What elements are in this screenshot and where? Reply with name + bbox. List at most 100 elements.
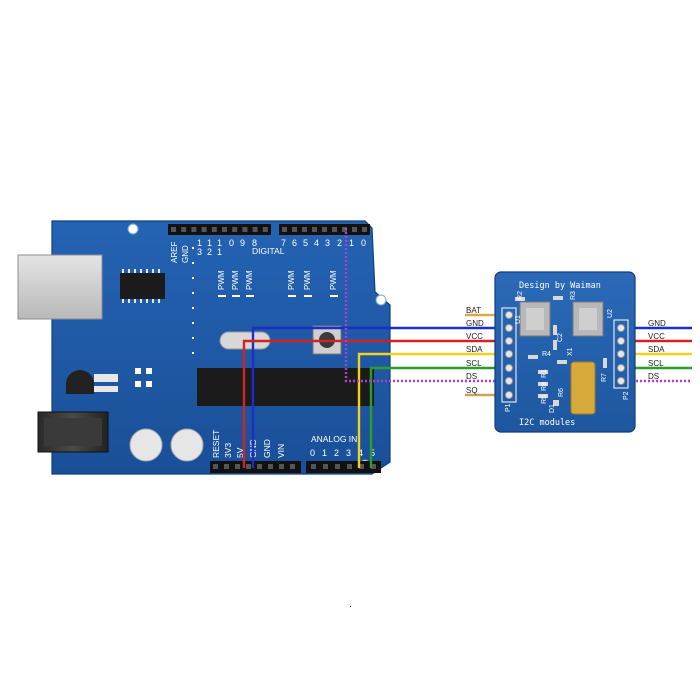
module-right-pin-label: SCL [648,359,664,368]
power-pin-label: 3V3 [223,443,233,458]
module-left-pin-label: BAT [466,306,481,315]
power-header [210,461,301,473]
wire-sda [357,352,500,468]
module-right-pin-label: VCC [648,332,665,341]
smd-part [553,325,557,335]
chip-u2-face [579,308,597,330]
header-pin [352,227,357,232]
wire-scl [369,366,500,468]
silk-x1: X1 [567,347,574,356]
digital-pin-number: 0 [229,238,234,248]
pwm-label: PWM [245,270,254,290]
header-pin [191,227,197,232]
header-pin [224,464,229,469]
header-pin [359,464,364,469]
digital-header-left [168,224,271,235]
power-pin-label: GND [262,439,272,458]
pwm-label: PWM [287,270,296,290]
voltage-regulator [66,370,94,394]
label-gnd-top: GND [181,245,190,263]
digital-header-pins [171,227,367,232]
header-pin [262,227,268,232]
capacitor [129,428,163,462]
header-pin [342,227,347,232]
label-digital: DIGITAL [252,246,285,256]
silk-r2: R2 [517,291,524,300]
module-footer: I2C modules [519,418,575,428]
power-pin-label: VIN [276,444,286,458]
smd-part [603,358,607,368]
header-pin [235,464,240,469]
capacitor [170,428,204,462]
header-pin [222,227,227,232]
silk-r4: R4 [542,351,551,358]
label-analog-in: ANALOG IN [311,434,357,444]
crystal-x1 [570,361,596,415]
digital-pin-number: 8 [252,238,257,248]
header-pin [268,464,273,469]
digital-pin-number: 7 [281,238,286,248]
power-pin-label: 5V [235,447,245,458]
header-pin [282,227,287,232]
header-pin [302,227,307,232]
digital-pin-number: 3 [325,238,330,248]
header-pin [211,227,217,232]
header-pin [279,464,284,469]
module-left-pin-label: DS [466,372,477,381]
smd-part [553,340,557,350]
module-pad [504,323,514,333]
silk-r6: R6 [558,388,565,397]
icsp-header [135,368,152,387]
atmega-chip [197,368,374,406]
wire-ds [344,228,500,383]
module-pad [504,336,514,346]
header-pin [362,227,367,232]
wire-vcc [242,339,500,468]
digital-pin-number: 6 [292,238,297,248]
digital-pin-number: 1 [207,238,212,248]
analog-header [306,461,381,473]
header-pin [242,227,248,232]
silk-u2: U2 [607,309,614,318]
mount-hole [127,223,139,235]
pwm-label: PWM [303,270,312,290]
header-pin [335,464,340,469]
smd-part [553,296,563,300]
header-pin [257,464,262,469]
digital-pin-number: 1 [217,238,222,248]
module-header-p1 [501,307,517,403]
digital-pin-number: 1 [197,238,202,248]
silk-u1: U1 [515,315,522,324]
silk-d1: D1 [549,404,556,413]
pwm-label: PWM [231,270,240,290]
analog-pin-number: 0 [310,448,315,458]
header-pin [232,227,238,232]
analog-pin-number: 4 [358,448,363,458]
header-pin [201,227,207,232]
smd-part [557,360,567,364]
power-pin-label: RESET [211,430,221,458]
module-pad [616,336,626,346]
silk-c2: C2 [557,333,564,342]
label-aref: AREF [170,242,179,263]
silk-r8: R8 [541,382,548,391]
module-left-pin-label: SQ [466,386,478,395]
module-pad [616,323,626,333]
module-pad [504,363,514,373]
header-pin [171,227,176,232]
mount-hole [375,294,387,306]
header-pin [347,464,352,469]
silk-r5: R5 [541,395,548,404]
usb-connector [17,254,103,320]
dc-jack-inner [44,418,102,446]
header-pin [312,227,317,232]
digital-pin-number: 9 [240,238,245,248]
module-header-p2 [613,319,629,389]
analog-pin-number: 2 [334,448,339,458]
module-left-pin-label: VCC [466,332,483,341]
module-pad [616,376,626,386]
